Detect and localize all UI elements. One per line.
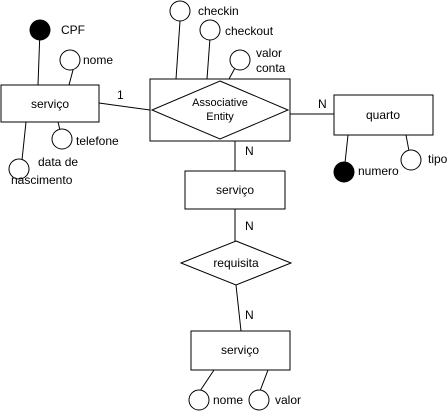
attribute-checkin-label: checkin [198,4,239,18]
attribute-data-nascimento-icon[interactable] [8,158,30,180]
attribute-data-nascimento-label-line1: data de [38,155,78,169]
attribute-nome-bottom-icon[interactable] [188,389,210,411]
line-checkin [175,20,181,80]
attribute-circles [8,0,422,411]
entity-quarto-label: quarto [366,108,400,122]
attribute-cpf-key-icon[interactable] [29,19,51,41]
line-servico-assoc [98,102,151,111]
relationship-requisita[interactable] [179,240,293,286]
associative-entity-diamond [150,80,290,140]
attribute-telefone-icon[interactable] [51,128,73,150]
line-checkout [206,37,211,80]
entity-servico-left[interactable] [0,84,100,123]
line-nome-bottom [199,369,215,392]
attribute-valor-bottom-label: valor [275,393,301,407]
associative-entity-label-line1: Associative [192,97,248,109]
line-valor-bottom [259,369,269,392]
cardinality-servico-assoc: 1 [117,88,124,102]
cardinality-assoc-quarto: N [318,97,327,111]
attribute-data-nascimento-label-line2: nascimento [11,173,73,187]
line-requisita-servico-bottom [235,284,242,332]
entity-servico-middle-label: serviço [216,183,254,197]
cardinality-requisita-bottom: N [245,308,254,322]
attribute-nome-left-icon[interactable] [59,49,81,71]
attribute-valor-conta-label-line2: conta [256,61,286,75]
attribute-telefone-label: telefone [76,134,119,148]
line-nome-left [68,69,74,86]
cardinality-assoc-servico: N [245,144,254,158]
attribute-valor-bottom-icon[interactable] [248,389,270,411]
entity-servico-middle[interactable] [184,170,286,210]
line-telefone [57,121,61,131]
entity-servico-left-label: serviço [31,97,69,111]
line-valor-conta [228,67,236,80]
cardinality-requisita-top: N [245,219,254,233]
relationship-requisita-label: requisita [213,256,259,270]
attribute-nome-left-label: nome [83,53,113,67]
entity-servico-bottom-label: serviço [221,343,259,357]
attribute-checkin-icon[interactable] [169,0,191,22]
line-numero [344,134,349,164]
attribute-valor-conta-icon[interactable] [229,49,251,71]
attribute-valor-conta-label-line1: valor [256,46,282,60]
entity-quarto[interactable] [333,94,434,136]
associative-entity-label-line2: Entity [206,111,234,123]
attribute-cpf-label: CPF [61,23,85,37]
attribute-numero-key-icon[interactable] [333,161,355,183]
attribute-numero-label: numero [358,164,399,178]
line-data-nascimento [21,121,27,161]
attribute-checkout-icon[interactable] [199,19,221,41]
line-tipo [405,134,410,152]
attribute-nome-bottom-label: nome [213,393,243,407]
attribute-tipo-icon[interactable] [400,149,422,171]
attribute-checkout-label: checkout [225,24,274,38]
entity-servico-bottom[interactable] [190,330,291,371]
attribute-tipo-label: tipo [428,152,448,166]
